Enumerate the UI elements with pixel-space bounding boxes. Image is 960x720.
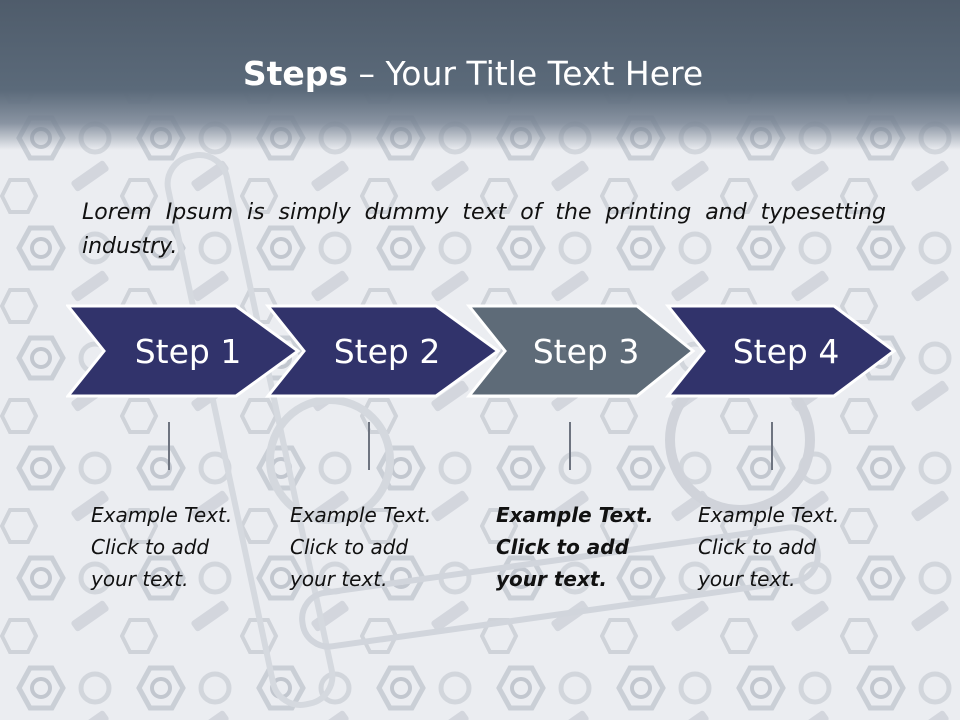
- step-chevron-2[interactable]: Step 2: [264, 304, 501, 398]
- step-text-line: your text.: [496, 567, 608, 591]
- step-chevron-3[interactable]: Step 3: [465, 304, 696, 398]
- step-text-line: Example Text.: [698, 503, 840, 527]
- step-text-line: Click to add: [290, 535, 409, 559]
- step-1-text[interactable]: Example Text. Click to add your text.: [91, 499, 271, 595]
- slide-title: Steps – Your Title Text Here: [0, 52, 946, 96]
- step-chevron-1[interactable]: Step 1: [66, 304, 301, 398]
- step-label: Step 4: [733, 332, 840, 371]
- step-text-line: Click to add: [496, 535, 629, 559]
- title-rest: – Your Title Text Here: [348, 54, 704, 93]
- title-bold: Steps: [242, 54, 349, 93]
- step-3-text[interactable]: Example Text. Click to add your text.: [496, 499, 676, 595]
- connector-tick-1: [168, 422, 170, 470]
- step-label: Step 3: [533, 332, 640, 371]
- chevron-shape: [264, 304, 501, 398]
- chevron-shape: [66, 304, 301, 398]
- step-chevron-4[interactable]: Step 4: [664, 304, 897, 398]
- step-4-text[interactable]: Example Text. Click to add your text.: [698, 499, 878, 595]
- step-text-line: Click to add: [698, 535, 817, 559]
- step-text-line: Example Text.: [91, 503, 233, 527]
- step-text-line: your text.: [698, 567, 796, 591]
- step-text-line: your text.: [91, 567, 189, 591]
- step-chevron-row: Step 1 Step 2 Step 3 Step 4: [66, 304, 897, 398]
- step-label: Step 2: [334, 332, 441, 371]
- step-text-line: Example Text.: [290, 503, 432, 527]
- header-band: [0, 0, 960, 150]
- chevron-shape: [465, 304, 696, 398]
- step-text-line: Click to add: [91, 535, 210, 559]
- step-text-line: Example Text.: [496, 503, 654, 527]
- step-label: Step 1: [135, 332, 242, 371]
- lead-paragraph: Lorem Ipsum is simply dummy text of the …: [82, 200, 886, 259]
- connector-tick-2: [368, 422, 370, 470]
- step-2-text[interactable]: Example Text. Click to add your text.: [290, 499, 470, 595]
- connector-tick-3: [569, 422, 571, 470]
- connector-tick-4: [771, 422, 773, 470]
- chevron-shape: [664, 304, 897, 398]
- step-text-line: your text.: [290, 567, 388, 591]
